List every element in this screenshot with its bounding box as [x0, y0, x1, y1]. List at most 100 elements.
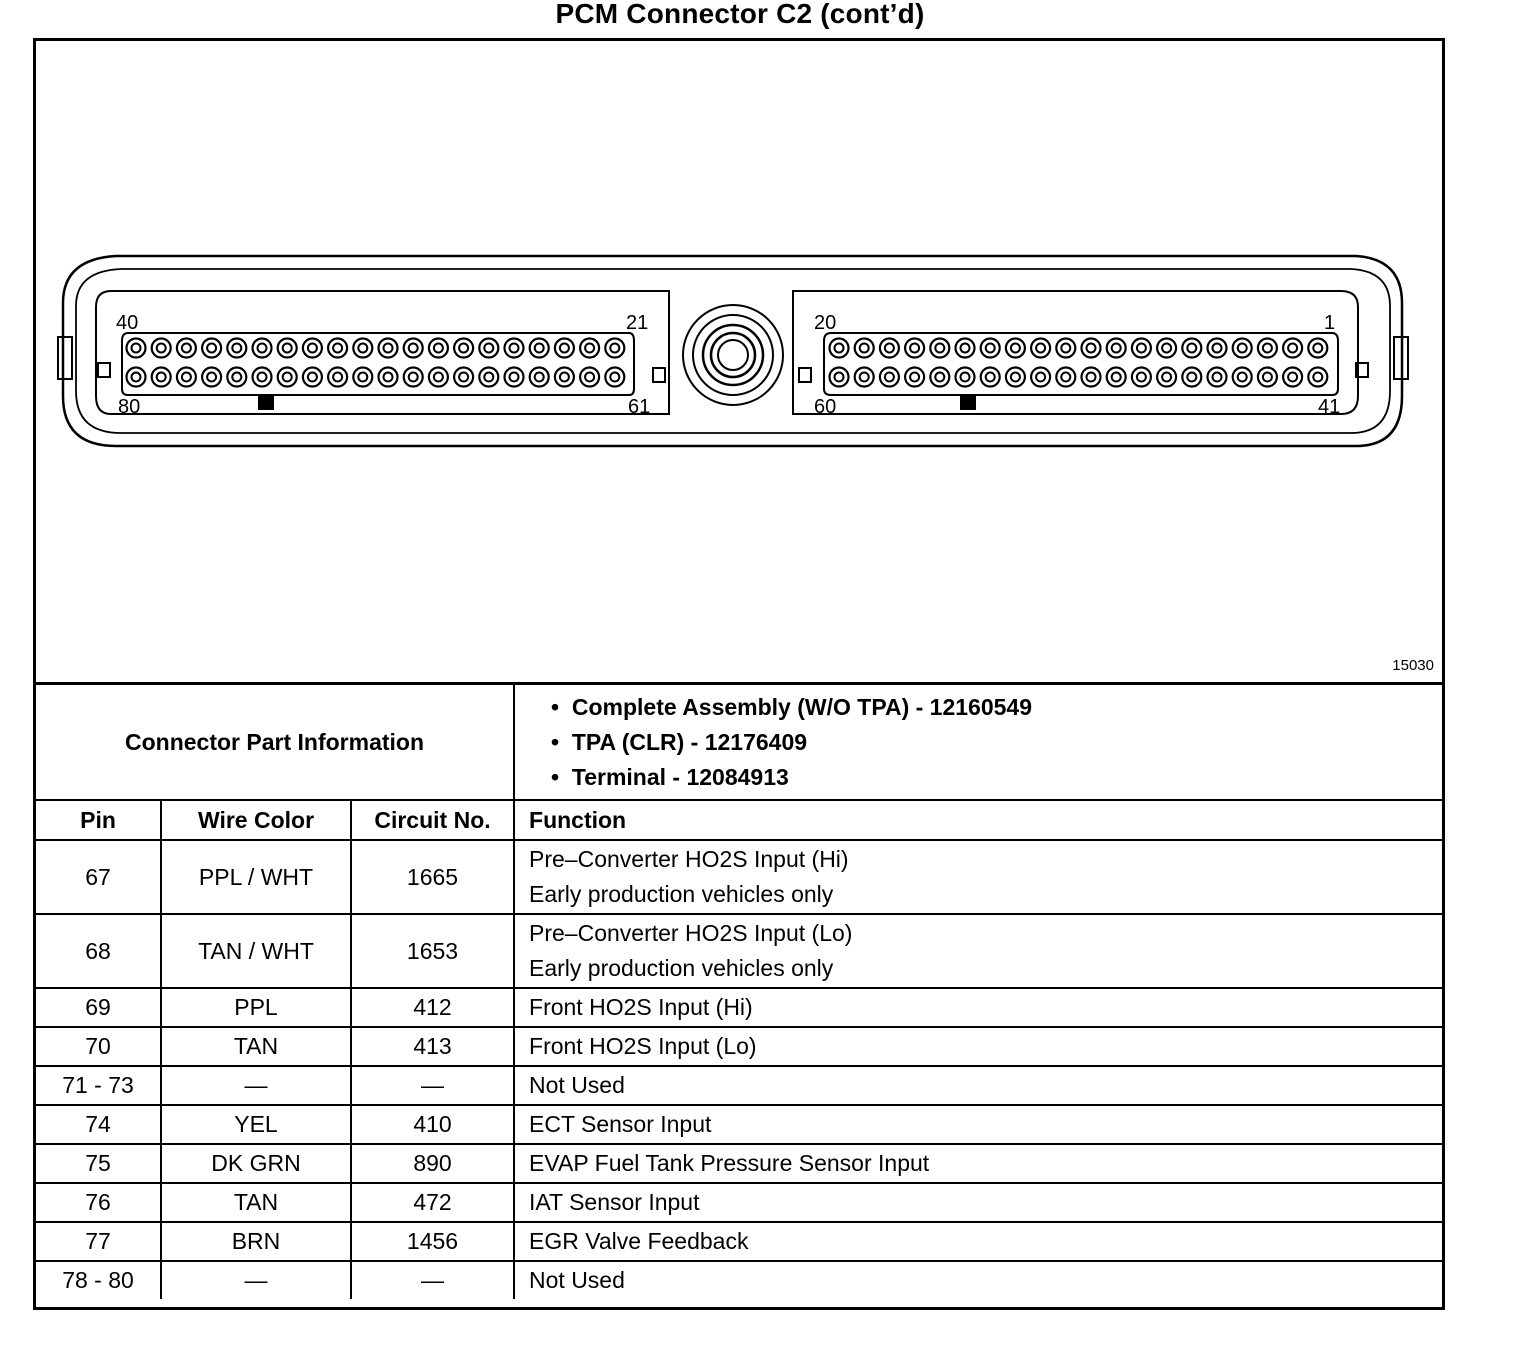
pin-cavity — [828, 337, 850, 359]
wire-color-cell: — — [160, 1260, 352, 1299]
pin-terminal — [130, 371, 142, 383]
pin-cavity — [1206, 366, 1228, 388]
pin-cavity — [929, 337, 951, 359]
pin-cavity — [1231, 366, 1253, 388]
circuit-cell: — — [349, 1260, 516, 1299]
pin-cavity — [528, 366, 550, 388]
pin-cavity — [226, 337, 248, 359]
pin-cavity — [276, 366, 298, 388]
wire-color-cell: TAN — [160, 1182, 352, 1223]
pin-cavity — [125, 337, 147, 359]
pin-terminal — [306, 371, 318, 383]
function-cell: IAT Sensor Input — [513, 1182, 1442, 1223]
pin-terminal — [1035, 371, 1047, 383]
function-cell: Not Used — [513, 1065, 1442, 1106]
pin-terminal — [1287, 371, 1299, 383]
function-line: Not Used — [529, 1267, 625, 1293]
pin-cavity — [1256, 366, 1279, 388]
pin-cavity — [1155, 366, 1178, 388]
pin-terminal — [609, 342, 621, 354]
pin-cavity — [1080, 366, 1102, 388]
function-cell: Front HO2S Input (Hi) — [513, 987, 1442, 1028]
pin-terminal — [1186, 371, 1198, 383]
pin-cavity — [1055, 337, 1077, 359]
pin-cavity — [377, 337, 399, 359]
connector-inner-shell — [75, 268, 1391, 434]
page-title: PCM Connector C2 (cont’d) — [555, 0, 925, 29]
circuit-cell: 1665 — [349, 839, 516, 915]
pin-terminal — [357, 342, 369, 354]
pin-terminal — [558, 371, 570, 383]
pin-cell: 74 — [36, 1104, 162, 1145]
pin-cavity — [150, 366, 172, 388]
right-latch-tab — [1393, 336, 1409, 380]
circuit-cell: 1456 — [349, 1221, 516, 1262]
pin-cavity — [954, 337, 976, 359]
pin-terminal — [1261, 371, 1273, 383]
pin-cavity — [979, 337, 1001, 359]
pin-cavity — [1231, 337, 1253, 359]
pin-terminal — [1312, 371, 1324, 383]
pin-cavity — [1105, 366, 1127, 388]
key-square-center-left — [652, 367, 666, 383]
connector-face-drawing: 40 21 80 61 20 1 60 41 — [57, 254, 1409, 448]
function-cell: EGR Valve Feedback — [513, 1221, 1442, 1262]
pin-terminal — [130, 342, 142, 354]
pin-terminal — [858, 342, 870, 354]
circuit-cell: 413 — [349, 1026, 516, 1067]
pin-terminal — [858, 371, 870, 383]
pin-terminal — [432, 371, 444, 383]
header-circuit-no: Circuit No. — [349, 799, 516, 841]
pin-terminal — [206, 371, 218, 383]
pin-terminal — [306, 342, 318, 354]
pin-terminal — [231, 342, 243, 354]
pinout-table: Connector Part Information Complete Asse… — [36, 682, 1442, 1299]
pin-terminal — [332, 342, 344, 354]
wire-color-cell: PPL / WHT — [160, 839, 352, 915]
pin-label-61: 61 — [628, 396, 650, 418]
pin-cavity — [1206, 337, 1228, 359]
pin-cavity — [301, 337, 323, 359]
pin-cavity — [201, 366, 223, 388]
circuit-cell: 890 — [349, 1143, 516, 1184]
pin-cavity — [1055, 366, 1077, 388]
right-cavity-outline — [792, 290, 1359, 415]
pin-terminal — [508, 342, 520, 354]
pin-terminal — [332, 371, 344, 383]
pin-cavity — [604, 337, 626, 359]
wire-color-cell: YEL — [160, 1104, 352, 1145]
pin-terminal — [1110, 371, 1122, 383]
pin-cell: 69 — [36, 987, 162, 1028]
wire-color-cell: TAN — [160, 1026, 352, 1067]
pin-cavity — [251, 337, 273, 359]
wire-color-cell: BRN — [160, 1221, 352, 1262]
part-info-list: Complete Assembly (W/O TPA) - 12160549 T… — [513, 682, 1442, 801]
pin-terminal — [1009, 342, 1021, 354]
function-cell: Not Used — [513, 1260, 1442, 1299]
part-info-row: Connector Part Information Complete Asse… — [36, 682, 1442, 801]
connector-outer-shell — [61, 254, 1404, 448]
pin-terminal — [909, 342, 921, 354]
pin-terminal — [180, 371, 192, 383]
pin-cavity — [1307, 337, 1329, 359]
pin-cell: 68 — [36, 913, 162, 989]
pin-label-40: 40 — [116, 312, 138, 334]
function-line: Front HO2S Input (Hi) — [529, 994, 753, 1020]
document-frame: 40 21 80 61 20 1 60 41 15030 Connector P… — [33, 38, 1445, 1310]
left-latch-tab — [57, 336, 73, 380]
pin-cavity — [578, 366, 601, 388]
pin-cavity — [352, 337, 374, 359]
function-line: Early production vehicles only — [529, 881, 834, 907]
pin-cavity — [1155, 337, 1178, 359]
pin-cavity — [226, 366, 248, 388]
pin-terminal — [609, 371, 621, 383]
function-line: Early production vehicles only — [529, 955, 834, 981]
pin-cavity — [878, 337, 901, 359]
function-line: Pre–Converter HO2S Input (Lo) — [529, 920, 853, 946]
key-square-center-right — [798, 367, 812, 383]
pin-terminal — [558, 342, 570, 354]
pin-cavity — [427, 366, 449, 388]
